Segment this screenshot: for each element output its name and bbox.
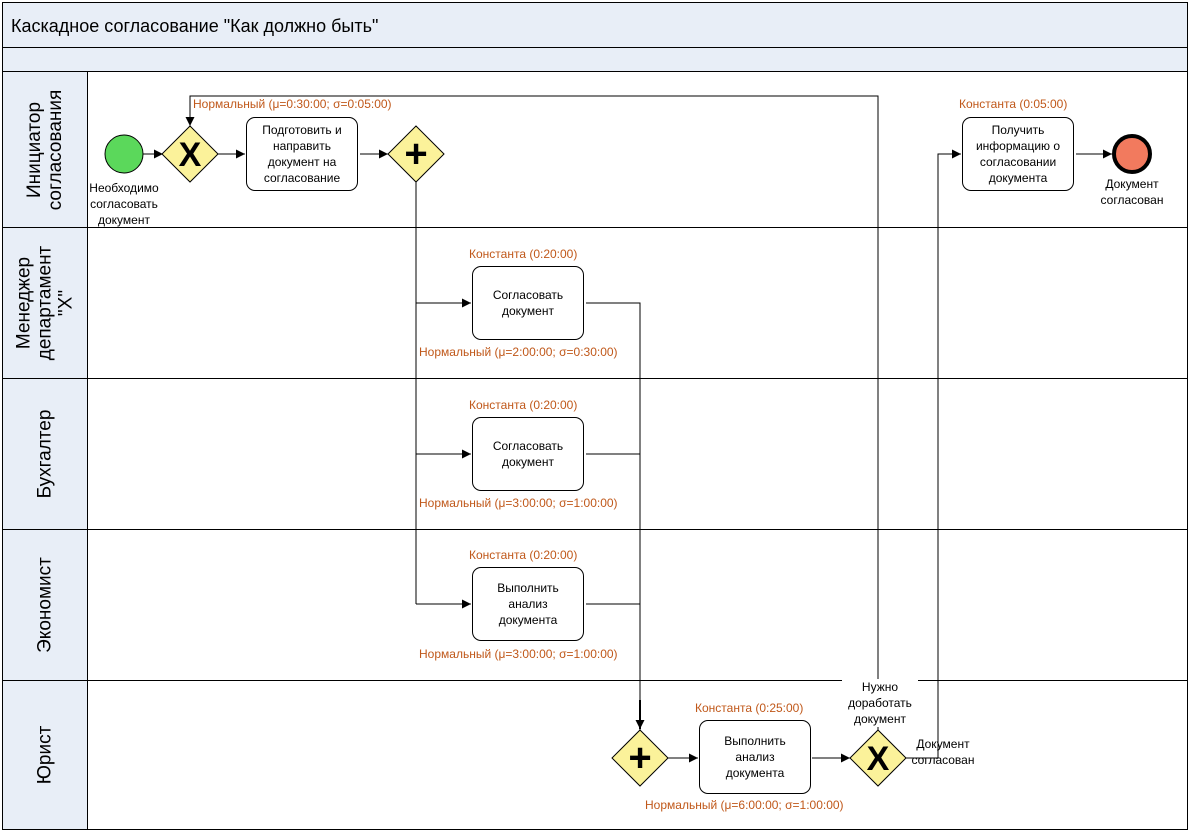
lane-header: Юрист [3, 681, 88, 829]
and-join-symbol: + [628, 736, 651, 780]
loop-duration-label: Нормальный (μ=0:30:00; σ=0:05:00) [193, 97, 392, 111]
xor-merge-symbol: X [179, 136, 202, 174]
task-accountant-approve[interactable]: Согласовать документ [472, 417, 584, 491]
flow-manager-to-join [586, 302, 641, 730]
diagram-title-bar: Каскадное согласование "Как должно быть" [2, 2, 1188, 48]
and-join-gateway: + [611, 729, 669, 787]
lane-lawyer: Юрист [2, 680, 1188, 830]
get-info-constant-label: Константа (0:05:00) [959, 97, 1068, 111]
diagram-title: Каскадное согласование "Как должно быть" [11, 16, 379, 36]
lane-header: Менеджер департамент "X" [3, 228, 88, 378]
flow-rework-loop [185, 95, 879, 730]
approved-condition-label: Документ согласован [911, 737, 975, 767]
task-get-approval-info[interactable]: Получить информацию о согласовании докум… [962, 117, 1074, 191]
task-economist-analyze[interactable]: Выполнить анализ документа [472, 567, 584, 641]
lawyer-constant-label: Константа (0:25:00) [695, 701, 804, 715]
accountant-constant-label: Константа (0:20:00) [469, 398, 578, 412]
task-lawyer-analyze[interactable]: Выполнить анализ документа [699, 720, 811, 794]
manager-constant-label: Константа (0:20:00) [469, 247, 578, 261]
lane-header: Экономист [3, 530, 88, 680]
xor-decision-symbol: X [867, 740, 890, 778]
xor-merge-gateway: X [161, 125, 219, 183]
and-split-gateway: + [387, 125, 445, 183]
end-event-circle [1112, 134, 1152, 174]
xor-decision-gateway: X [849, 729, 907, 787]
economist-normal-label: Нормальный (μ=3:00:00; σ=1:00:00) [419, 647, 618, 661]
lane-economist: Экономист [2, 529, 1188, 681]
economist-constant-label: Константа (0:20:00) [469, 548, 578, 562]
lanes-header-bar [2, 47, 1188, 72]
flow-approved [906, 149, 961, 759]
manager-normal-label: Нормальный (μ=2:00:00; σ=0:30:00) [419, 345, 618, 359]
lane-header: Инициатор согласования [3, 72, 88, 227]
rework-condition-label: Нужно доработать документ [842, 679, 918, 727]
task-prepare-document[interactable]: Подготовить и направить документ на согл… [246, 117, 358, 191]
start-event-circle [104, 134, 144, 174]
and-split-symbol: + [404, 132, 427, 176]
start-event-label: Необходимо согласовать документ [89, 181, 159, 227]
accountant-normal-label: Нормальный (μ=3:00:00; σ=1:00:00) [419, 496, 618, 510]
lawyer-normal-label: Нормальный (μ=6:00:00; σ=1:00:00) [645, 798, 844, 812]
task-manager-approve[interactable]: Согласовать документ [472, 266, 584, 340]
end-event-label: Документ согласован [1100, 177, 1164, 207]
lane-header: Бухгалтер [3, 379, 88, 529]
